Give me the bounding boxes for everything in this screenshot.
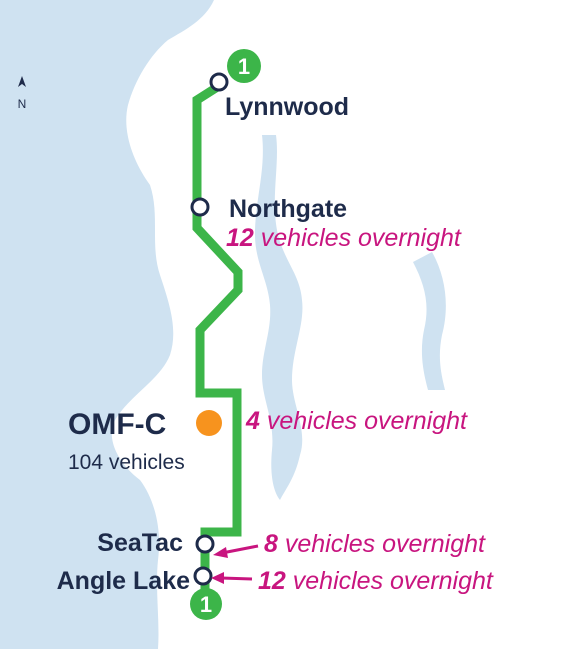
overnight-text-angle-lake: vehicles overnight <box>286 567 494 595</box>
station-label-lynnwood: Lynnwood <box>225 93 349 121</box>
facility-marker-omf-c[interactable] <box>196 410 222 436</box>
station-marker-seatac[interactable] <box>195 534 215 554</box>
facility-name-label: OMF-C <box>68 408 166 441</box>
overnight-label-angle-lake: 12 vehicles overnight <box>258 567 494 595</box>
line-badge-bottom: 1 <box>190 588 222 620</box>
station-marker-lynnwood[interactable] <box>209 72 229 92</box>
line-badge-top: 1 <box>227 49 261 83</box>
north-label: N <box>18 97 27 111</box>
station-marker-angle-lake[interactable] <box>193 566 213 586</box>
overnight-text-omf: vehicles overnight <box>260 407 468 435</box>
lake-washington-water <box>255 135 303 500</box>
station-marker-northgate[interactable] <box>190 197 210 217</box>
line-badge-top-text: 1 <box>238 54 250 79</box>
overnight-count-angle-lake: 12 <box>258 567 286 595</box>
station-label-northgate: Northgate <box>229 195 347 223</box>
overnight-label-northgate: 12 vehicles overnight <box>226 224 462 252</box>
green-line-route <box>192 79 243 605</box>
line-badge-bottom-text: 1 <box>200 592 212 617</box>
facility-vehicle-count: 104 vehicles <box>68 451 185 474</box>
overnight-count-northgate: 12 <box>226 224 254 252</box>
north-arrow-icon: N <box>18 76 27 111</box>
overnight-count-omf: 4 <box>245 407 260 435</box>
overnight-count-seatac: 8 <box>264 530 278 558</box>
lake-sammamish-water <box>413 252 446 390</box>
overnight-label-seatac: 8 vehicles overnight <box>264 530 486 558</box>
overnight-text-seatac: vehicles overnight <box>278 530 486 558</box>
station-label-angle-lake: Angle Lake <box>57 567 190 595</box>
seatac-pointer-arrow <box>213 544 259 558</box>
overnight-text-northgate: vehicles overnight <box>254 224 462 252</box>
puget-sound-water <box>0 0 214 649</box>
overnight-label-omf: 4 vehicles overnight <box>245 407 468 435</box>
angle-lake-pointer-arrow <box>211 572 253 584</box>
station-label-seatac: SeaTac <box>97 529 183 557</box>
